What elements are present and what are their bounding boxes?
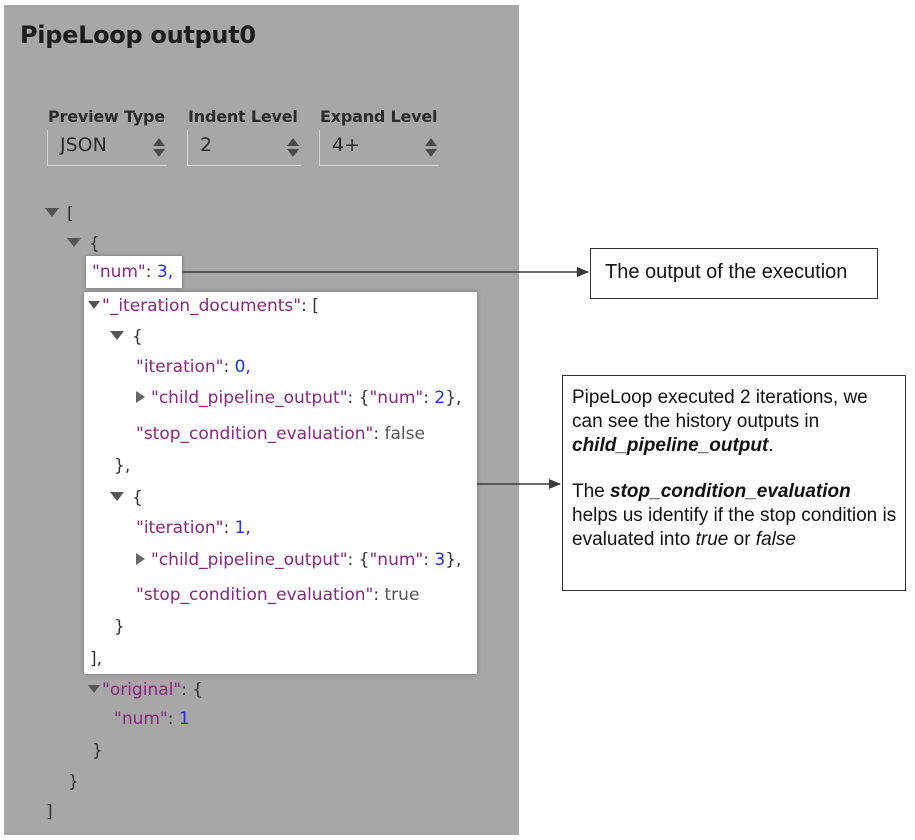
collapse-arrow-icon[interactable] [88, 685, 100, 693]
collapse-arrow-icon[interactable] [45, 208, 59, 217]
tree-row-doc1-close: } [114, 617, 125, 637]
tree-row-doc0-child[interactable]: "child_pipeline_output": {"num": 2}, [136, 387, 461, 409]
callout-iterations-para2: The stop_condition_evaluation helps us i… [572, 481, 897, 550]
collapse-arrow-icon[interactable] [88, 301, 100, 309]
tree-row-original-close: } [92, 741, 103, 761]
tree-row-object-open[interactable]: { [67, 233, 100, 255]
preview-type-label: Preview Type [48, 107, 165, 126]
tree-row-original[interactable]: "original": { [88, 679, 203, 701]
collapse-arrow-icon[interactable] [110, 492, 124, 501]
expand-level-select[interactable]: 4+ [319, 130, 439, 166]
panel-title: PipeLoop output0 [20, 21, 256, 49]
tree-row-root-open[interactable]: [ [45, 203, 74, 225]
indent-level-select[interactable]: 2 [187, 130, 301, 166]
iteration-documents-highlight: "_iteration_documents": [ { "iteration":… [84, 292, 477, 674]
tree-row-doc1-stop: "stop_condition_evaluation": true [136, 585, 420, 605]
indent-level-label: Indent Level [188, 107, 298, 126]
tree-row-doc1-iteration: "iteration": 1, [136, 518, 251, 538]
indent-level-value: 2 [200, 134, 213, 156]
tree-row-doc1-open[interactable]: { [110, 487, 143, 509]
tree-row-num: "num": 3, [92, 262, 174, 282]
callout-iterations: PipeLoop executed 2 iterations, we can s… [562, 375, 906, 591]
num-highlight: "num": 3, [86, 256, 182, 288]
preview-type-select[interactable]: JSON [47, 130, 167, 166]
expand-arrow-icon[interactable] [136, 553, 145, 565]
tree-row-root-close: ] [46, 802, 53, 822]
expand-level-value: 4+ [332, 134, 361, 156]
tree-row-doc0-close: }, [114, 456, 131, 476]
tree-row-doc0-open[interactable]: { [110, 326, 143, 348]
expand-level-label: Expand Level [320, 107, 438, 126]
callout-iterations-para1: PipeLoop executed 2 iterations, we can s… [572, 387, 868, 456]
collapse-arrow-icon[interactable] [67, 238, 81, 247]
tree-row-doc1-child[interactable]: "child_pipeline_output": {"num": 3}, [136, 549, 461, 571]
tree-row-original-num: "num": 1 [114, 709, 190, 729]
tree-row-doc0-iteration: "iteration": 0, [136, 357, 251, 377]
tree-row-iteration-documents-close: ], [90, 649, 103, 669]
tree-row-iteration-documents[interactable]: "_iteration_documents": [ [88, 295, 319, 317]
callout-output: The output of the execution [590, 248, 878, 299]
collapse-arrow-icon[interactable] [110, 331, 124, 340]
tree-row-doc0-stop: "stop_condition_evaluation": false [136, 424, 425, 444]
tree-row-object-close: } [68, 772, 79, 792]
expand-arrow-icon[interactable] [136, 391, 145, 403]
preview-type-value: JSON [60, 134, 107, 156]
